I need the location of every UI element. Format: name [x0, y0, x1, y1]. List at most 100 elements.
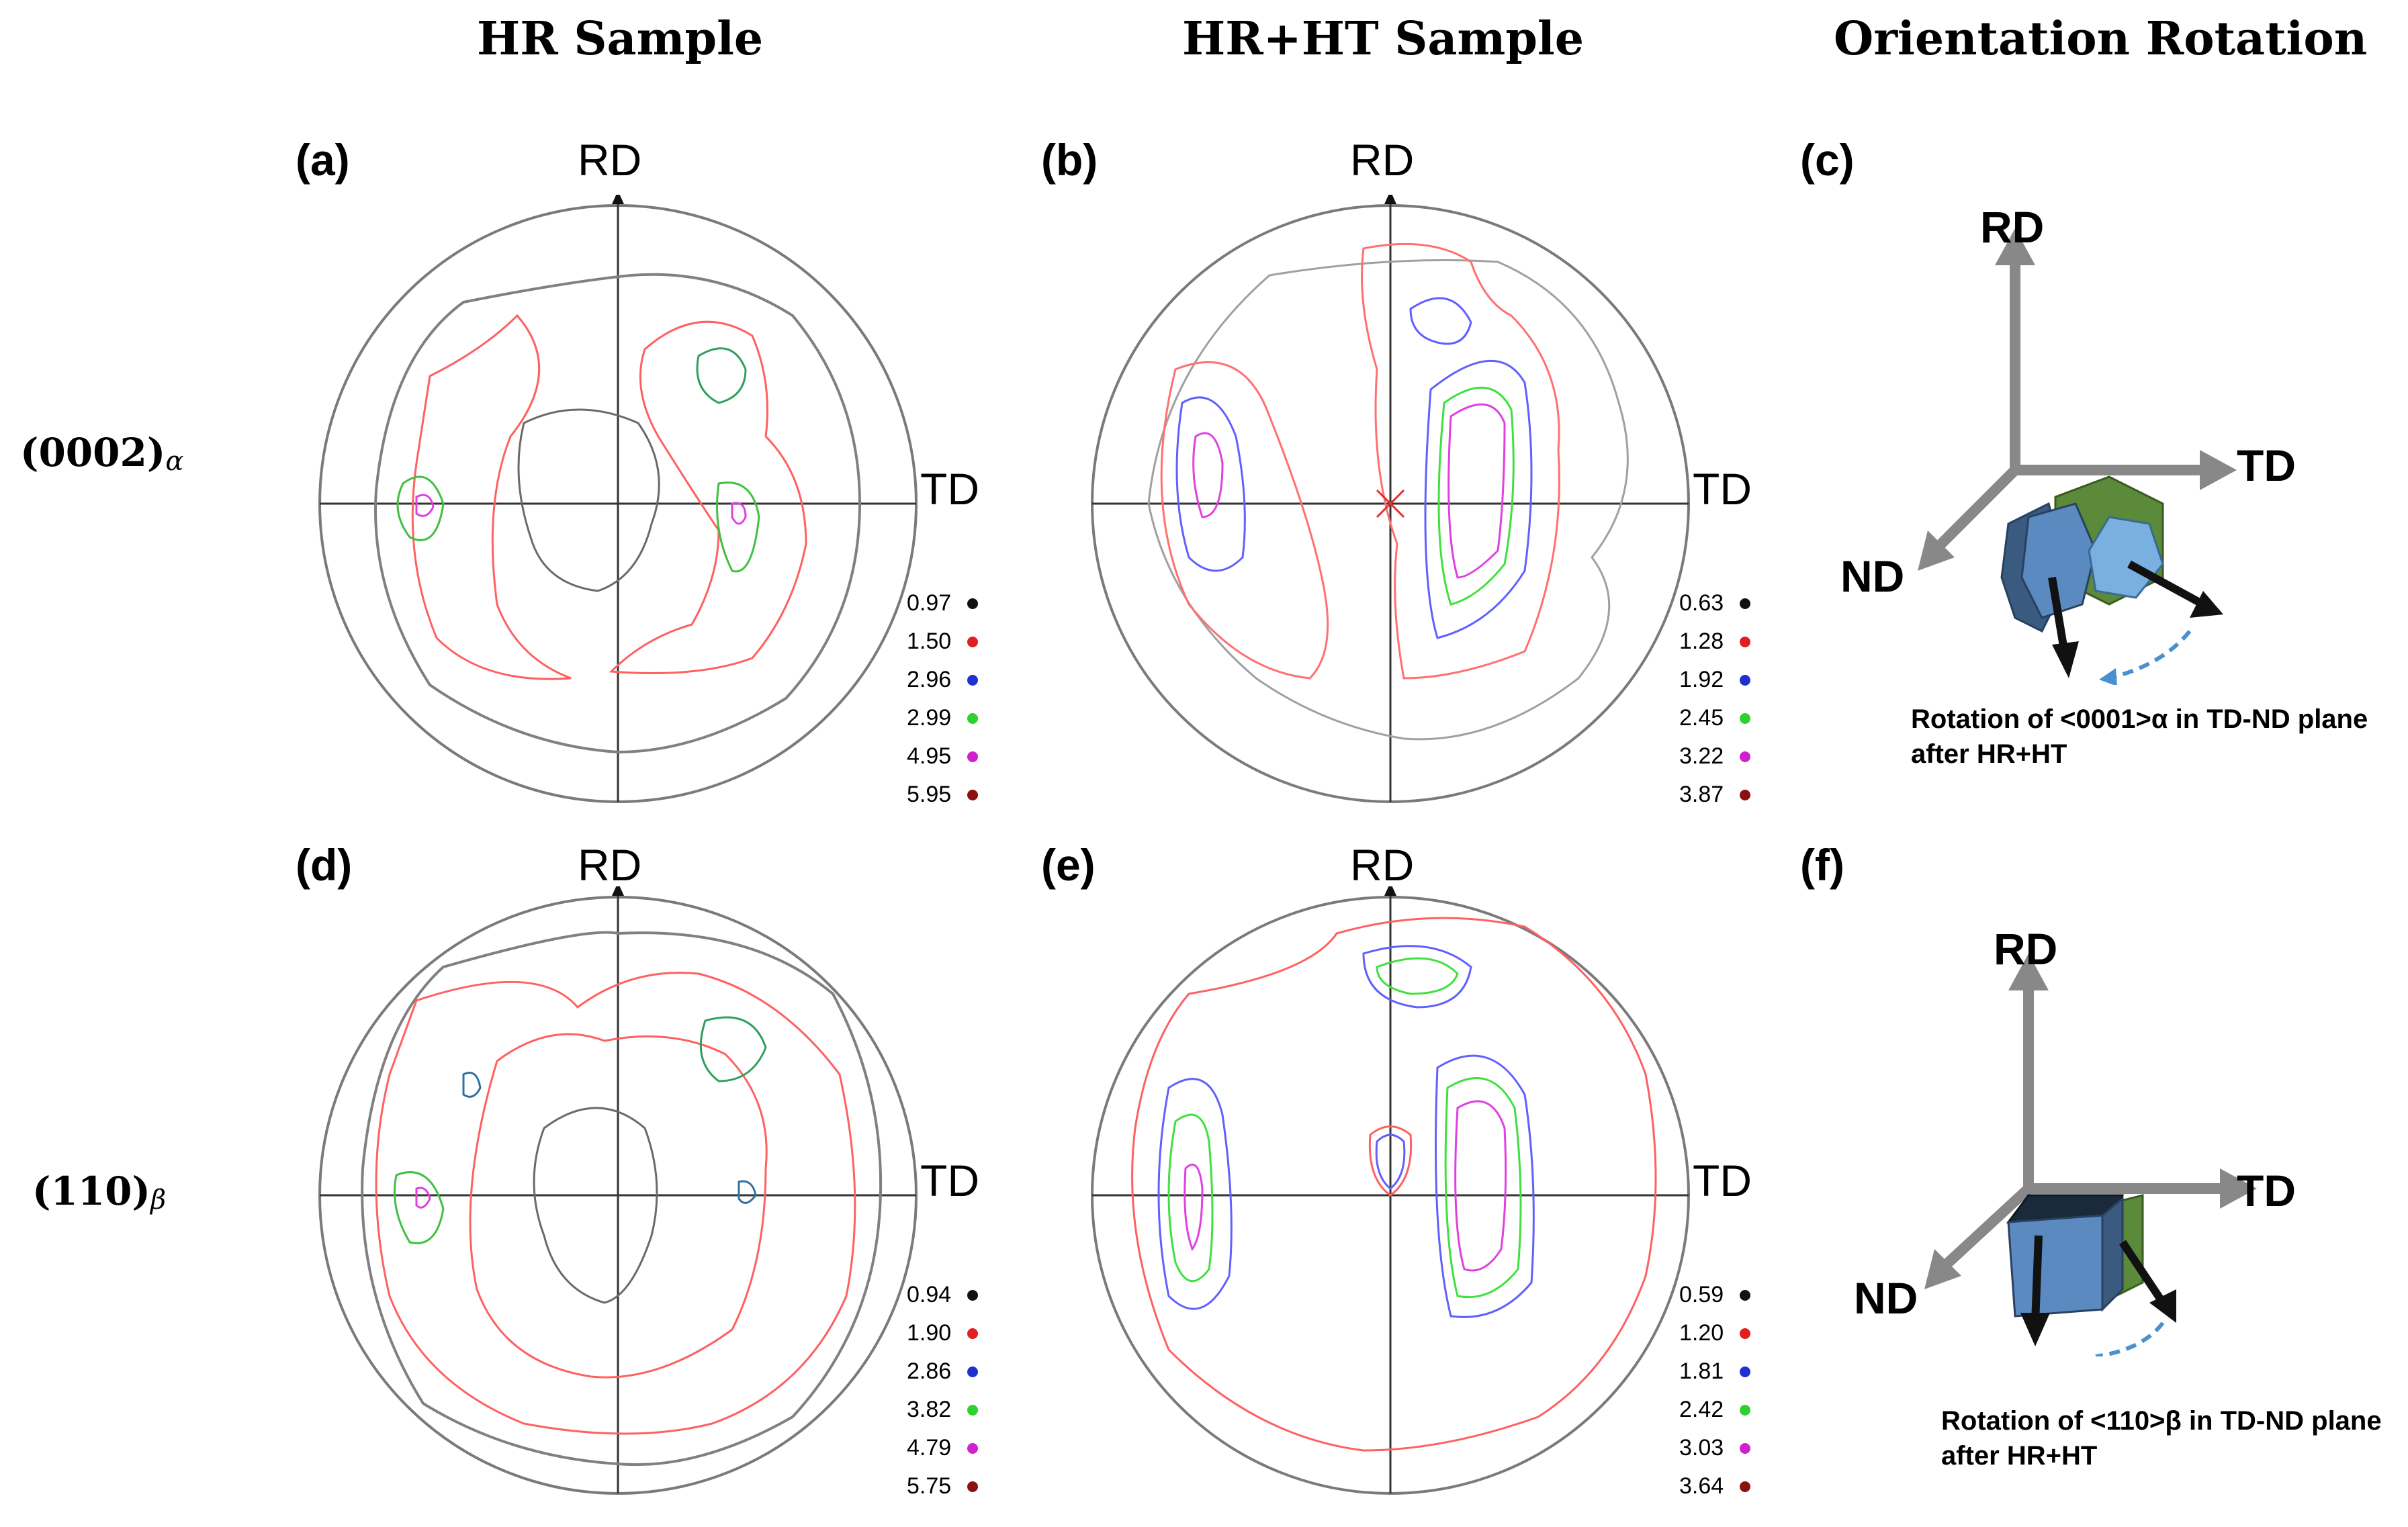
- rd-arrowhead: [1384, 886, 1396, 896]
- center-star: [1376, 489, 1405, 518]
- axis-label-rd-a: RD: [578, 135, 642, 185]
- legend-entry: 0.97: [907, 584, 979, 622]
- legend-value: 5.95: [907, 782, 952, 807]
- legend-value: 2.42: [1679, 1397, 1724, 1422]
- column-header-hrht: HR+HT Sample: [1182, 12, 1585, 66]
- panel-label-e: (e): [1041, 840, 1096, 890]
- legend-dot: [967, 712, 979, 724]
- c-axis-arrow-after: [2127, 560, 2205, 608]
- nd-arrowhead: [1918, 530, 1955, 571]
- rotation-dashed-arc: [2108, 630, 2192, 680]
- legend-entry: 1.28: [1679, 622, 1751, 661]
- legend-entry: 4.79: [907, 1429, 979, 1467]
- panel-label-a: (a): [296, 135, 350, 185]
- legend-b: 0.63 1.28 1.92 2.45 3.22 3.87: [1679, 584, 1751, 814]
- contour-level2: [609, 320, 807, 674]
- legend-entry: 3.82: [907, 1391, 979, 1429]
- legend-value: 3.82: [907, 1397, 952, 1422]
- contour-level2: [375, 972, 856, 1435]
- legend-entry: 2.96: [907, 661, 979, 699]
- legend-entry: 5.75: [907, 1467, 979, 1506]
- hex-face-blue: [2088, 516, 2164, 599]
- legend-value: 0.63: [1679, 590, 1724, 616]
- hex-prism-face: [2020, 502, 2097, 619]
- legend-value: 1.90: [907, 1320, 952, 1346]
- contour-level3: [738, 1180, 757, 1204]
- contour-level5: [731, 502, 747, 525]
- contour-level1: [517, 408, 660, 592]
- td-arrowhead: [2220, 1168, 2257, 1209]
- td-arrowhead: [2200, 450, 2237, 490]
- contour-level2: [1131, 917, 1657, 1452]
- column-header-rotation: Orientation Rotation: [1834, 12, 2368, 66]
- contour-level5: [415, 1187, 431, 1209]
- panel-label-f: (f): [1800, 840, 1844, 890]
- legend-value: 3.22: [1679, 743, 1724, 769]
- axis-label-td-f: TD: [2237, 1166, 2296, 1215]
- axis-arrow-after: [2119, 1240, 2166, 1305]
- contour-level3: [462, 1072, 482, 1098]
- nd-arrow: [1930, 466, 2019, 555]
- contour-level3: [1409, 297, 1472, 345]
- axis-arrowhead-before: [2020, 1313, 2050, 1346]
- legend-value: 5.75: [907, 1473, 952, 1499]
- legend-dot: [967, 789, 979, 800]
- legend-entry: 4.95: [907, 737, 979, 776]
- legend-value: 2.86: [907, 1358, 952, 1384]
- legend-value: 1.28: [1679, 629, 1724, 654]
- legend-entry: 2.45: [1679, 699, 1751, 737]
- legend-dot: [1740, 1442, 1751, 1454]
- rd-arrowhead: [1384, 195, 1396, 204]
- legend-entry: 1.90: [907, 1314, 979, 1352]
- row-label-alpha: (0002)α: [20, 430, 183, 477]
- contour-level2: [1160, 361, 1329, 680]
- legend-dot: [1740, 636, 1751, 647]
- rd-arrowhead: [1995, 228, 2035, 265]
- contour-level3: [1175, 396, 1246, 572]
- legend-entry: 0.63: [1679, 584, 1751, 622]
- legend-dot: [1740, 598, 1751, 609]
- legend-value: 0.94: [907, 1282, 952, 1307]
- legend-value: 1.92: [1679, 667, 1724, 692]
- axis-label-nd-c: ND: [1840, 551, 1905, 601]
- legend-dot: [1740, 789, 1751, 800]
- legend-entry: 2.86: [907, 1352, 979, 1391]
- legend-dot: [1740, 1404, 1751, 1416]
- contour-level5: [1192, 432, 1224, 518]
- contour-level4: [716, 481, 760, 573]
- legend-entry: 2.42: [1679, 1391, 1751, 1429]
- rotation-dashed-arc: [2095, 1322, 2165, 1356]
- contour-level1: [361, 931, 883, 1467]
- row-label-beta: (110)β: [32, 1168, 166, 1215]
- legend-dot: [967, 1289, 979, 1301]
- rd-arrowhead: [612, 886, 624, 896]
- legend-entry: 3.87: [1679, 776, 1751, 814]
- legend-e: 0.59 1.20 1.81 2.42 3.03 3.64: [1679, 1276, 1751, 1506]
- legend-entry: 5.95: [907, 776, 979, 814]
- contour-level4: [1167, 1113, 1214, 1283]
- nd-arrow: [1937, 1185, 2033, 1273]
- panel-label-c: (c): [1800, 135, 1855, 185]
- contour-level2: [1361, 242, 1560, 680]
- column-header-hr: HR Sample: [477, 12, 764, 66]
- contour-level5: [1447, 403, 1506, 579]
- rotation-caption-c: Rotation of <0001>α in TD-ND plane after…: [1911, 704, 2368, 769]
- legend-dot: [967, 674, 979, 686]
- legend-entry: 0.94: [907, 1276, 979, 1314]
- contour-level4: [396, 475, 445, 541]
- contour-level4: [1444, 1077, 1522, 1299]
- legend-dot: [1740, 1328, 1751, 1339]
- legend-entry: 3.03: [1679, 1429, 1751, 1467]
- legend-entry: 3.64: [1679, 1467, 1751, 1506]
- rd-arrowhead: [612, 195, 624, 204]
- contour-level2: [411, 314, 572, 680]
- row-label-alpha-main: (0002): [20, 430, 166, 475]
- contour-level4: [1437, 386, 1515, 606]
- axis-label-td-b: TD: [1693, 464, 1752, 514]
- legend-dot: [1740, 1366, 1751, 1377]
- axis-label-td-e: TD: [1693, 1156, 1752, 1205]
- legend-value: 2.99: [907, 705, 952, 731]
- legend-entry: 2.99: [907, 699, 979, 737]
- cube-side-face: [2101, 1196, 2124, 1312]
- nd-arrowhead: [1924, 1249, 1961, 1289]
